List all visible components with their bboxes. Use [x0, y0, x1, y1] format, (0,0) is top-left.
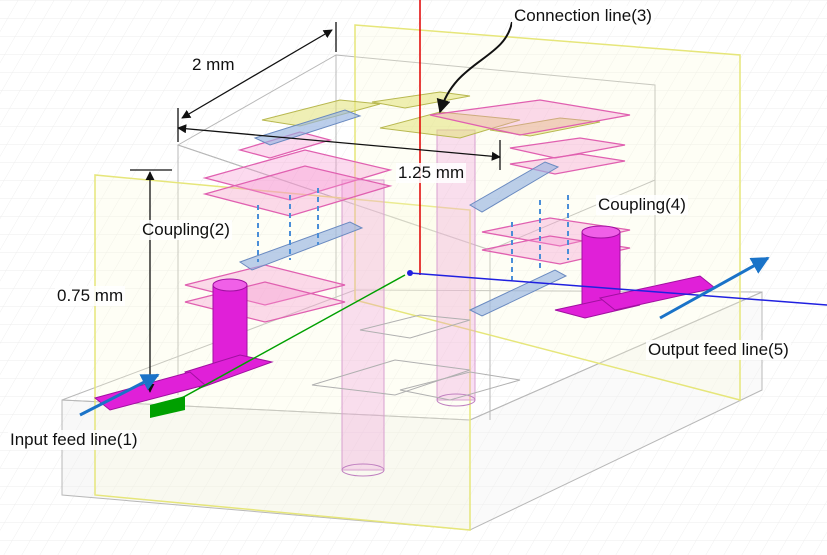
- label-connection-line: Connection line(3): [512, 6, 654, 26]
- coupling-dashes: [257, 188, 569, 280]
- label-input-feed: Input feed line(1): [8, 430, 140, 450]
- dimension-125mm: [177, 124, 501, 170]
- label-075mm: 0.75 mm: [55, 286, 126, 306]
- resonator-top-right: [429, 99, 631, 175]
- label-coupling-4: Coupling(4): [596, 195, 688, 215]
- label-125mm: 1.25 mm: [396, 163, 467, 183]
- ground-patches: [311, 314, 521, 401]
- label-2mm: 2 mm: [190, 55, 237, 75]
- label-coupling-2: Coupling(2): [140, 220, 232, 240]
- dimension-075mm: [130, 169, 172, 393]
- connection-pointer-arrow: [436, 21, 513, 114]
- yellow-plane-left: [94, 174, 471, 531]
- output-feed-port: [554, 225, 717, 319]
- output-direction-arrow: [659, 256, 770, 320]
- input-direction-arrow: [79, 373, 160, 417]
- label-output-feed: Output feed line(5): [646, 340, 791, 360]
